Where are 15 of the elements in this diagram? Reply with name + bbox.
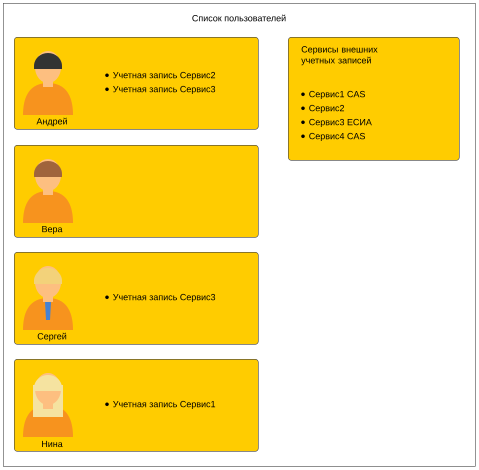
person-name: Нина	[42, 440, 63, 448]
bullet-item: Учетная запись Сервис3	[105, 86, 216, 94]
bullet-item: Сервис2	[301, 104, 344, 114]
person-name: Вера	[42, 226, 62, 234]
bullet-item: Учетная запись Сервис1	[105, 400, 216, 410]
list-frame	[3, 3, 476, 467]
bullet-item: Учетная запись Сервис3	[105, 294, 216, 302]
person-name: Андрей	[36, 118, 67, 126]
bullet-item: Сервис1 CAS	[301, 90, 365, 100]
bullet-item: Сервис4 CAS	[301, 132, 365, 142]
list-title: Список пользователей	[192, 14, 286, 22]
person-name: Сергей	[38, 332, 66, 342]
bullet-item: Сервис3 ЕСИА	[301, 118, 372, 128]
list-heading: Сервисы внешних учетных записей	[301, 46, 378, 66]
bullet-item: Учетная запись Сервис2	[105, 72, 216, 80]
